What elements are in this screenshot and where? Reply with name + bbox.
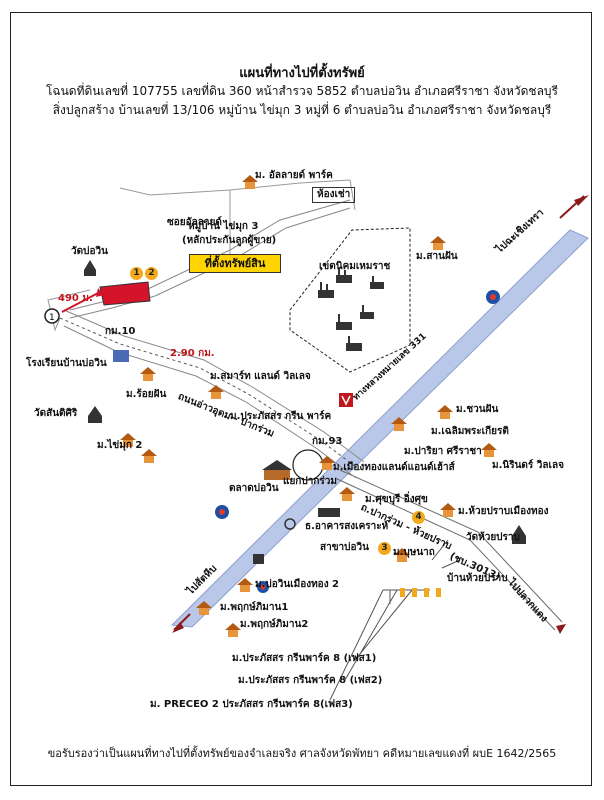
label-nirin: ม.นิรินดร์ วิลเลจ [492, 460, 564, 471]
house-icon [391, 417, 407, 431]
label-dist-490: 490 ม. [58, 293, 93, 304]
label-hong-chao: ห้องเช่า [312, 187, 356, 203]
label-khaimuk3: หมู่บ้าน ไข่มุก 3 [188, 221, 259, 232]
marker-2: 2 [145, 267, 158, 280]
label-chuan-fan: ม.ชวนฝัน [456, 404, 499, 415]
label-pss8-1: ม.ประภัสสร กรีนพาร์ค 8 (เฟส1) [232, 653, 377, 664]
bank-icon [318, 508, 340, 517]
label-ban-huaiprab: บ้านห้วยปราบ [447, 573, 508, 584]
route-line [59, 317, 361, 471]
house-icon [120, 433, 136, 447]
label-allied-park: ม. อัลลายด์ พาร์ค [255, 170, 333, 181]
house-icon [319, 456, 335, 470]
house-icon [140, 367, 156, 381]
house-icon [141, 449, 157, 463]
label-branch: สาขาบ่อวิน [320, 542, 369, 553]
house-icon [437, 405, 453, 419]
highway-331 [170, 229, 589, 628]
certification-footer: ขอรับรองว่าเป็นแผนที่ทางไปที่ตั้งทรัพย์ข… [47, 747, 557, 760]
market-icon [262, 460, 292, 480]
factory-icon [318, 268, 384, 351]
house-cluster-icon [400, 588, 441, 597]
temple-icon [84, 260, 526, 544]
arrow-pluakdaeng-icon [556, 624, 566, 634]
house-icon [208, 385, 224, 399]
label-wat-huaiprab: วัดห้วยปราบ [466, 532, 520, 543]
label-khaimuk2: ม.ไข่มุก 2 [97, 440, 143, 451]
label-bowin-mt2: ม.บ่อวินเมืองทอง 2 [255, 579, 340, 590]
marker-1: 1 [130, 267, 143, 280]
house-icon [430, 236, 446, 250]
map-title: แผนที่ทางไปที่ตั้งทรัพย์ [239, 66, 365, 81]
label-pss8-2: ม.ประภัสสร กรีนพาร์ค 8 (เฟส2) [238, 675, 383, 686]
label-market: ตลาดบ่อวิน [229, 483, 279, 494]
landmark-small-icon [253, 554, 264, 564]
target-plot [99, 281, 151, 306]
house-icon [394, 548, 410, 562]
house-icon [237, 578, 253, 592]
label-muang-thong: ม.เมืองทองแลนด์แอนด์เฮ้าส์ [333, 462, 455, 473]
gas-station-icon [215, 290, 500, 593]
label-wat-bowin: วัดบ่อวิน [71, 246, 108, 257]
start-marker [44, 308, 60, 324]
label-km10: กม.10 [105, 326, 136, 337]
label-smart-land: ม.สมาร์ท แลนด์ วิลเลจ [210, 371, 311, 382]
label-suksabai: ม.ศุขบุรี อิ่งศุข [365, 494, 428, 505]
house-icon [196, 601, 212, 615]
label-preceo: ม. PRECEO 2 ประภัสสร กรีนพาร์ค 8(เฟส3) [150, 699, 353, 710]
label-bunnaka: ม.บุษนาถ [393, 547, 435, 558]
estate-boundary [289, 227, 411, 373]
marker-3: 3 [378, 542, 391, 555]
deed-info: โฉนดที่ดินเลขที่ 107755 เลขที่ดิน 360 หน… [45, 84, 558, 98]
marker-4: 4 [412, 511, 425, 524]
map-frame [10, 12, 592, 786]
label-guarantee: (หลักประกันลูกผู้ขาย) [182, 235, 277, 246]
house-icon [481, 443, 497, 457]
label-san-fan: ม.สานฝัน [416, 251, 458, 262]
target-property-label: ที่ตั้งทรัพย์สิน [189, 254, 281, 273]
label-pruksa1: ม.พฤกษ์ภิมาน1 [220, 602, 289, 613]
label-roiphan: ม.ร้อยฝัน [126, 389, 167, 400]
svg-text:1: 1 [49, 313, 55, 323]
label-junction: แยกปากร่วม [283, 476, 337, 487]
house-icon [440, 503, 456, 517]
house-icon [242, 175, 258, 189]
label-bank: ธ.อาคารสงเคราะห์ [305, 521, 389, 532]
label-pruksa2: ม.พฤกษ์ภิมาน2 [240, 619, 309, 630]
label-estate: เขตนิคมเหมราช [319, 261, 391, 272]
school-icon [113, 350, 129, 362]
label-huaiprab-mt: ม.ห้วยปราบเมืองทอง [458, 506, 549, 517]
building-info: สิ่งปลูกสร้าง บ้านเลขที่ 13/106 หมู่บ้าน… [52, 103, 552, 117]
label-chalerm: ม.เฉลิมพระเกียรติ [431, 426, 509, 437]
label-wat-santi: วัดสันติศิริ [34, 408, 78, 419]
label-pariya: ม.ปาริยา ศรีราชา [404, 446, 482, 457]
label-pss-green: ม.ประภัสสร กรีน พาร์ค [230, 411, 332, 422]
house-icon [225, 623, 241, 637]
label-soi-allied: ซอยอัลลายด์ [167, 217, 222, 228]
house-icon [339, 487, 355, 501]
label-school: โรงเรียนบ้านบ่อวิน [26, 358, 107, 369]
label-dist-290: 2.90 กม. [170, 348, 215, 359]
label-km93: กม.93 [312, 436, 343, 447]
arrow-chachoengsao-icon [574, 195, 589, 206]
